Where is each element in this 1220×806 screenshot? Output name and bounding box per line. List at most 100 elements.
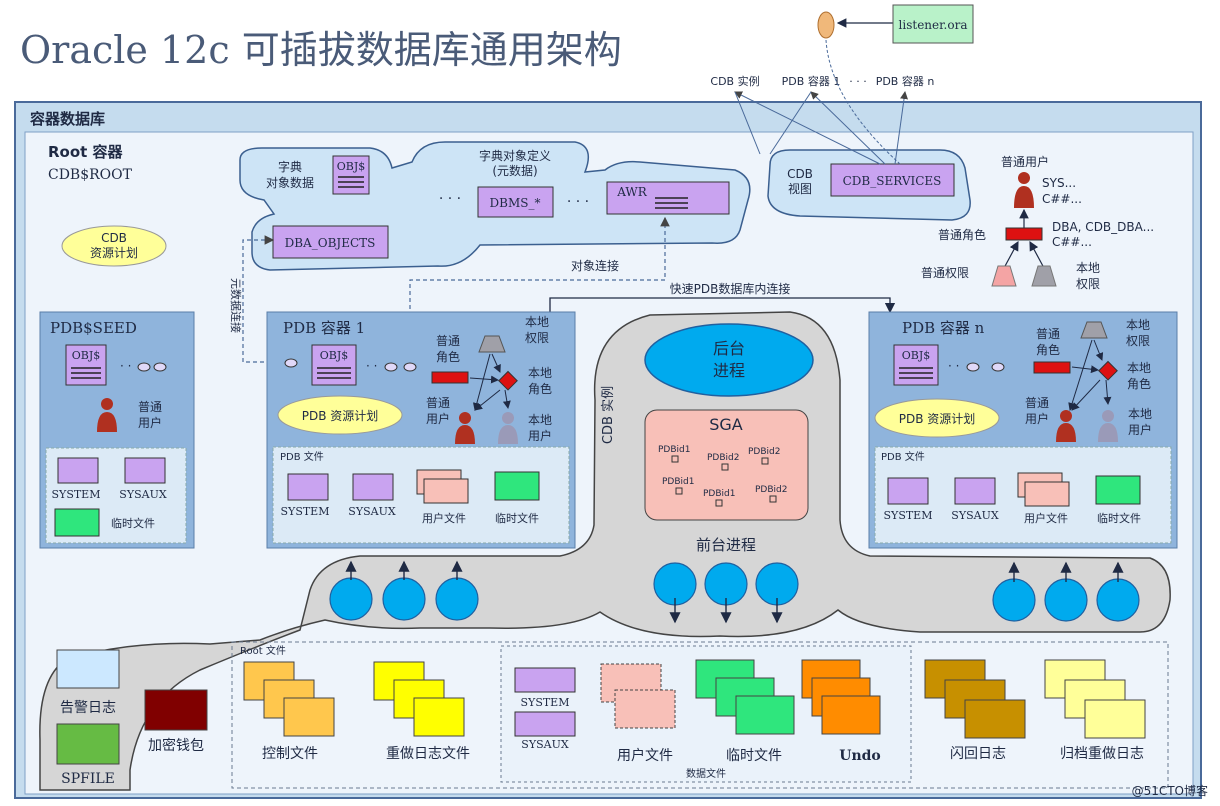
process-circle — [382, 577, 426, 621]
alert-log-file — [56, 649, 120, 689]
background-processes — [644, 323, 814, 397]
ear-icon — [817, 11, 835, 39]
dbms-label: DBMS_* — [490, 196, 541, 210]
pdbid-6: PDBid2 — [755, 485, 787, 495]
pdbn-title: PDB 容器 n — [902, 319, 985, 337]
pdbn-arrows — [1068, 339, 1112, 411]
pdbid-1: PDBid1 — [658, 445, 690, 455]
local-priv-label: 本地权限 — [1076, 261, 1100, 291]
pdb1-system-label: SYSTEM — [281, 505, 330, 518]
pdbid-2: PDBid2 — [707, 453, 739, 463]
pdb1-temp-file — [494, 471, 540, 501]
seed-sysaux-file — [124, 457, 166, 484]
process-circle — [329, 577, 373, 621]
seed-objs-label: OBJ$ — [72, 349, 101, 362]
pdbn-role-icon — [1033, 361, 1071, 374]
seed-user-label: 普通用户 — [138, 400, 162, 430]
pdbn-local-role-icon — [1098, 360, 1118, 381]
object-link-label: 对象连接 — [571, 258, 619, 273]
seed-system-label: SYSTEM — [52, 488, 101, 501]
seed-temp-file — [54, 508, 100, 537]
pdb1-common-user-label: 普通用户 — [426, 396, 450, 426]
container-database-label: 容器数据库 — [29, 110, 105, 128]
wallet-label: 加密钱包 — [148, 737, 204, 754]
dictionary-cloud: 字典对象数据 OBJ$ · · · 字典对象定义(元数据) DBMS_* · ·… — [239, 141, 751, 271]
pdb1-role-icon — [431, 371, 469, 384]
misc-files: 告警日志 SPFILE 加密钱包 — [56, 649, 208, 787]
pdbn-role-label: 普通角色 — [1036, 327, 1060, 357]
pdb1-system-file — [287, 473, 329, 501]
pdb-container-1: PDB 容器 1 OBJ$ · · 普通角色 本地权限 本地角色 PDB 资源计… — [266, 311, 576, 549]
pdbn-objs-label: OBJ$ — [902, 349, 931, 362]
undo-file — [821, 695, 881, 735]
cdb-services-box — [830, 163, 955, 197]
pdb1-local-role-label: 本地角色 — [528, 366, 552, 396]
archive-label: 归档重做日志 — [1060, 745, 1144, 762]
control-file — [283, 697, 335, 737]
dict-ellipsis-1: · · · — [439, 191, 461, 207]
sys-list: SYS...C##... — [1042, 176, 1082, 206]
process-circle — [435, 577, 479, 621]
process-circle — [1096, 578, 1140, 622]
sga-pdbids: PDBid1 PDBid2 PDBid2 PDBid1 PDBid1 PDBid… — [658, 445, 787, 507]
root-files: Root 文件 控制文件 重做日志文件 SYSTEM SYSAUX 用户文件 临… — [231, 641, 1169, 789]
redo-files-label: 重做日志文件 — [386, 746, 470, 762]
pdb1-resource-plan — [277, 395, 403, 435]
wallet-file — [144, 689, 208, 731]
seed-user-icon — [101, 398, 113, 410]
pdbn-user-file — [1024, 481, 1070, 507]
pdb1-sysaux-label: SYSAUX — [348, 505, 396, 518]
cdb-plan-line1: CDB — [101, 231, 127, 245]
metadata-link-label: 元数据连接 — [229, 278, 243, 333]
flashback-file — [964, 699, 1026, 739]
root-sysaux-label: SYSAUX — [521, 738, 569, 751]
pdb1-objs-label: OBJ$ — [320, 349, 349, 362]
pdb1-arrows — [469, 353, 511, 411]
common-role-label: 普通角色 — [938, 228, 986, 242]
foreground-processes-label: 前台进程 — [696, 536, 756, 554]
pdbn-sysaux-file — [954, 477, 996, 505]
pdbn-local-priv-label: 本地权限 — [1126, 318, 1150, 348]
dict-ellipsis-2: · · · — [567, 194, 589, 210]
pdb1-user-file — [423, 478, 469, 504]
listener-file — [892, 4, 974, 44]
watermark: @51CTO博客 — [1132, 783, 1208, 798]
pdb-seed: PDB$SEED OBJ$ · · 普通用户 SYSTEM SYSAUX 临时文… — [39, 311, 195, 549]
seed-dots: · · — [120, 359, 131, 373]
pdbn-dots: · · — [948, 359, 959, 373]
pdbn-temp-file — [1095, 475, 1141, 505]
datafiles-label: 数据文件 — [686, 767, 726, 780]
pdb1-local-role-icon — [498, 370, 518, 391]
root-system-file — [514, 667, 576, 693]
pdb1-title: PDB 容器 1 — [283, 319, 365, 337]
root-system-label: SYSTEM — [521, 696, 570, 709]
pdbn-system-label: SYSTEM — [884, 509, 933, 522]
listener-label: listener.ora — [899, 18, 968, 32]
service-pdb1: PDB 容器 1 — [782, 74, 841, 88]
root-name: CDB$ROOT — [48, 167, 133, 183]
page-title: Oracle 12c 可插拔数据库通用架构 — [20, 28, 622, 72]
root-sysaux-file — [514, 711, 576, 737]
dict-metadata-label: 字典对象定义(元数据) — [479, 148, 551, 178]
pdbid-4: PDBid1 — [662, 477, 694, 487]
redo-file — [413, 697, 465, 737]
pdb1-temp-label: 临时文件 — [495, 511, 539, 525]
common-user-label: 普通用户 — [1001, 154, 1049, 169]
pdbn-plan-label: PDB 资源计划 — [899, 412, 976, 426]
flashback-label: 闪回日志 — [950, 746, 1006, 762]
pdbn-common-user-label: 普通用户 — [1025, 396, 1049, 426]
pdb1-files-label: PDB 文件 — [280, 450, 324, 463]
alert-log-label: 告警日志 — [60, 700, 116, 716]
sga-box — [644, 409, 809, 521]
process-circle — [1044, 578, 1088, 622]
awr-label: AWR — [616, 185, 648, 199]
pdb1-priv-icon — [478, 335, 506, 353]
dbms-box — [477, 186, 554, 218]
root-files-label: Root 文件 — [240, 644, 286, 657]
pdb1-dots: · · — [366, 359, 377, 373]
fast-link-label: 快速PDB数据库内连接 — [670, 281, 791, 296]
